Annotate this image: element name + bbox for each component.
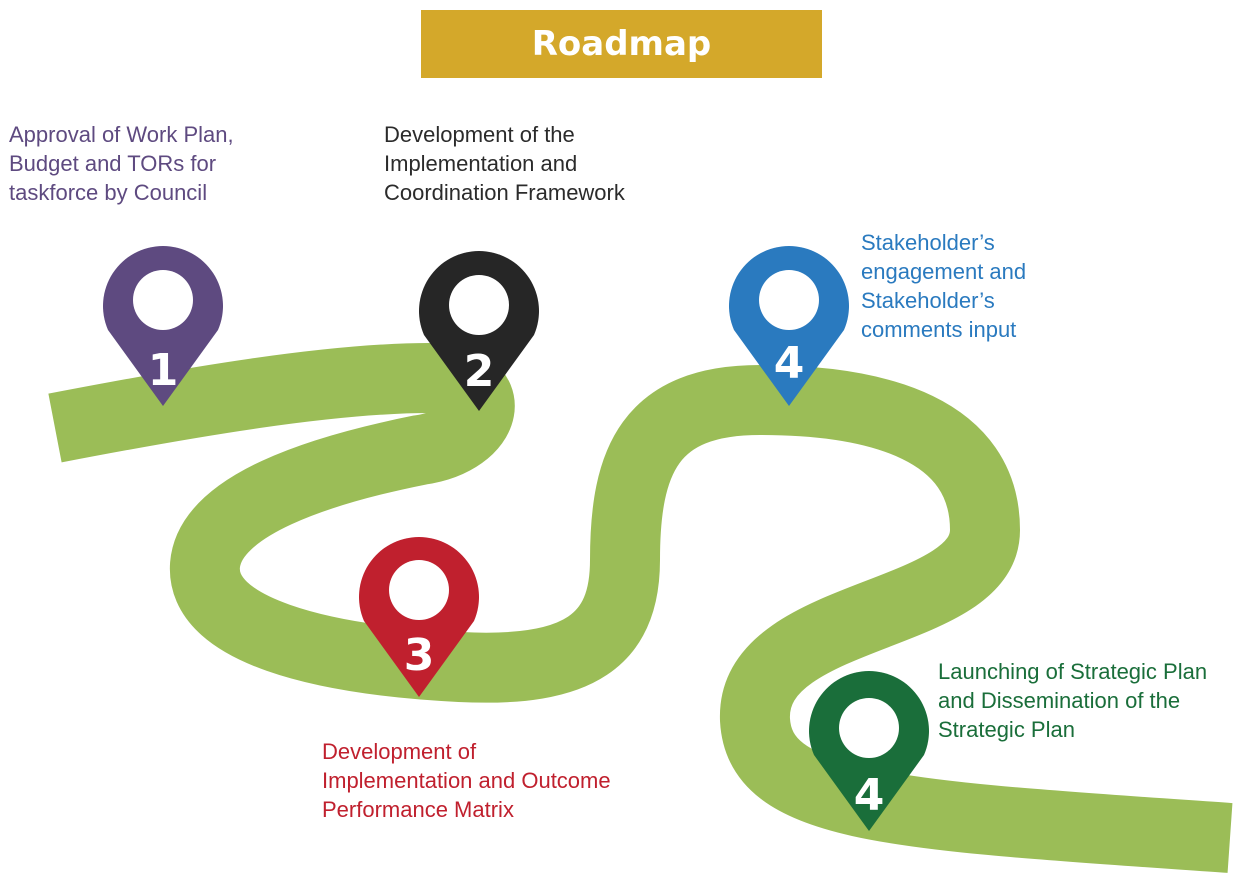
roadmap-title: Roadmap	[421, 10, 822, 78]
step-2-text: Development of the Implementation and Co…	[384, 122, 625, 205]
step-4-text: Stakeholder’s engagement and Stakeholder…	[861, 230, 1027, 342]
step-3-text: Development of Implementation and Outcom…	[322, 739, 611, 822]
pin-number: 2	[464, 346, 495, 397]
pin-hole	[133, 270, 193, 330]
pin-2: 2	[419, 251, 539, 411]
step-1-text: Approval of Work Plan, Budget and TORs f…	[9, 122, 234, 205]
step-5-text: Launching of Strategic Plan and Dissemin…	[938, 659, 1208, 742]
pin-number: 4	[774, 338, 805, 389]
pin-4: 4	[729, 246, 850, 406]
pin-1: 1	[103, 246, 223, 406]
pin-3: 3	[359, 537, 479, 697]
winding-road	[48, 343, 1233, 873]
pin-number: 3	[404, 630, 435, 681]
pin-number: 4	[854, 770, 885, 821]
pin-hole	[449, 275, 509, 335]
pin-hole	[389, 560, 449, 620]
pin-hole	[759, 270, 819, 330]
pin-5: 4	[808, 671, 929, 831]
pin-number: 1	[148, 345, 179, 396]
pin-hole	[839, 698, 899, 758]
